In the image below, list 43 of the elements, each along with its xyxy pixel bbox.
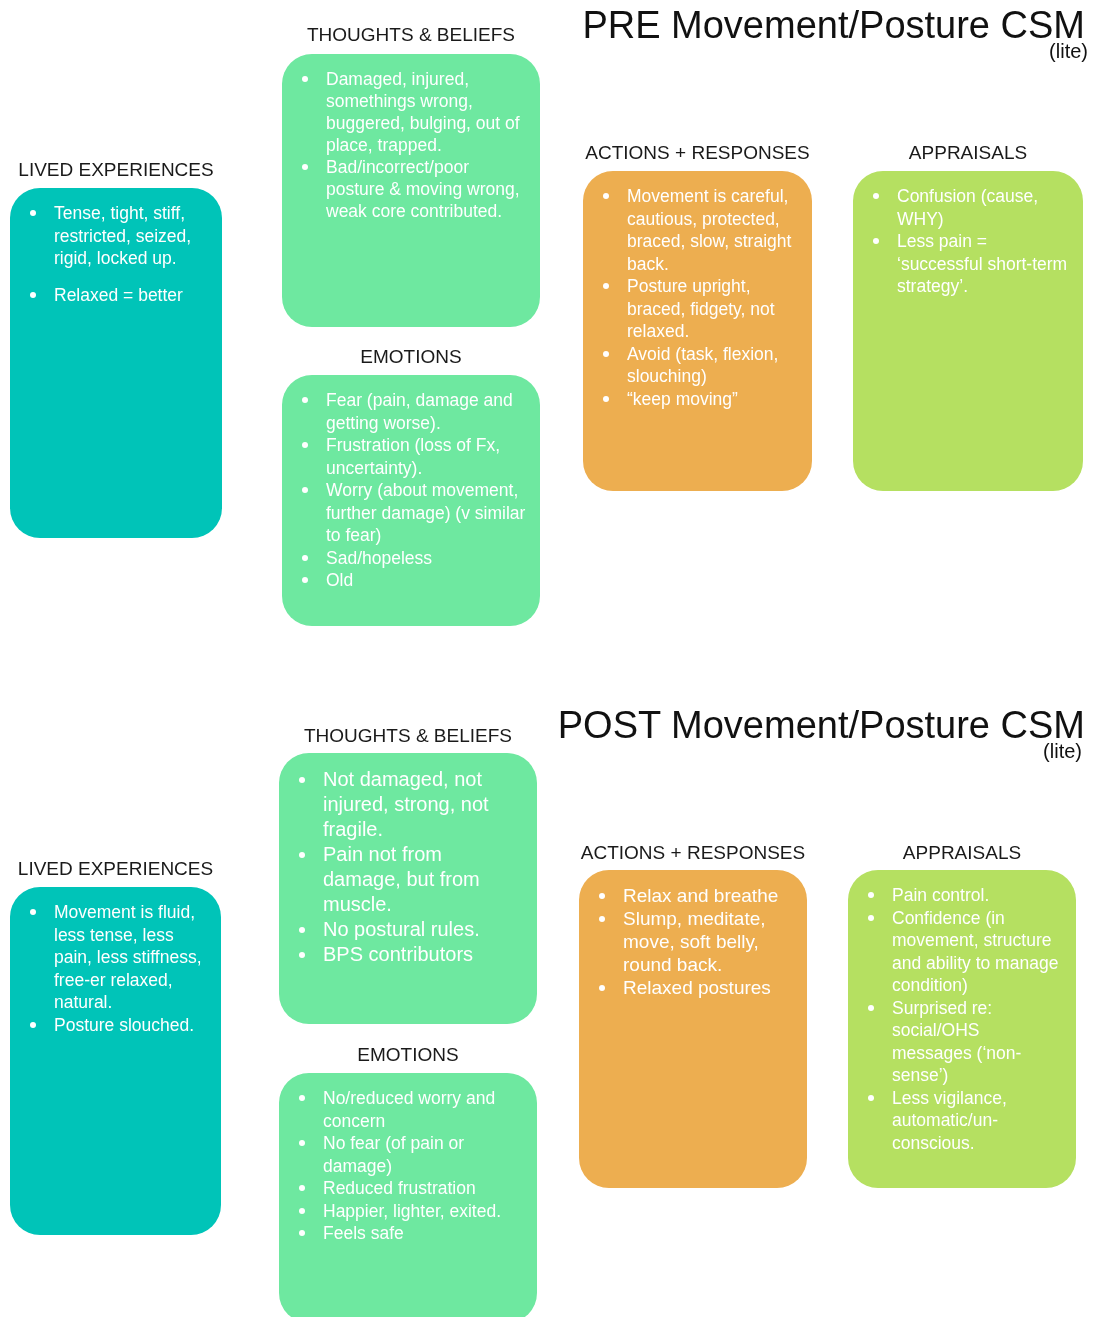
category-heading: ACTIONS + RESPONSES: [585, 142, 810, 164]
bullet-text: Bad/incorrect/poor posture & moving wrong, weak core contributed.: [326, 157, 520, 221]
bullet-text: Surprised re: social/OHS messages (‘non-sense’): [892, 997, 1022, 1085]
bullet-text: Sad/hopeless: [326, 547, 433, 568]
bullet-text: Pain not from damage, but from muscle.: [323, 843, 480, 915]
bullet-text: Feels safe: [323, 1223, 404, 1243]
bullet-text: No fear (of pain or damage): [323, 1133, 465, 1176]
bullet-text: Less pain = ‘successful short-term strategy’.: [897, 231, 1068, 296]
category-heading: ACTIONS + RESPONSES: [580, 842, 806, 864]
bullet-text: No postural rules.: [323, 918, 480, 940]
category-heading: LIVED EXPERIENCES: [18, 159, 214, 181]
bullet-text: BPS contributors: [323, 943, 474, 965]
bullet-text: Pain control.: [892, 885, 990, 905]
category-heading: APPRAISALS: [902, 842, 1022, 864]
bullet-text: Not damaged, not injured, strong, not fragile.: [323, 768, 489, 840]
category-heading: APPRAISALS: [908, 142, 1028, 164]
bullet-text: Slump, meditate, move, soft belly, round back.: [623, 908, 766, 975]
bullet-text: Movement is careful, cautious, protected, braced, slow, straight back.: [627, 186, 792, 274]
bullet-text: Relaxed postures: [623, 977, 771, 998]
bullet-text: Old: [326, 570, 354, 590]
bullet-text: Avoid (task, flexion, slouching): [627, 343, 779, 386]
bullet-text: Posture slouched.: [54, 1014, 195, 1035]
bullet-text: Happier, lighter, exited.: [323, 1200, 502, 1221]
category-heading: EMOTIONS: [357, 1044, 459, 1066]
category-heading: THOUGHTS & BELIEFS: [304, 725, 512, 747]
bullet-text: Tense, tight, stiff, restricted, seized, rigid, locked up.: [54, 203, 192, 268]
bullet-text: Posture upright, braced, fidgety, not relaxed.: [627, 276, 775, 341]
bullet-text: Confusion (cause, WHY): [897, 186, 1039, 229]
bullet-text: Relax and breathe: [623, 885, 779, 906]
bullet-text: “keep moving”: [627, 388, 738, 409]
bullet-text: Relaxed = better: [54, 284, 183, 305]
category-heading: EMOTIONS: [360, 346, 462, 368]
bullet-text: Frustration (loss of Fx, uncertainty).: [326, 435, 501, 478]
category-heading: LIVED EXPERIENCES: [17, 858, 214, 880]
bullet-text: Damaged, injured, somethings wrong, buggered, bulging, out of place, trapped.: [326, 69, 520, 155]
bullet-text: No/reduced worry and concern: [323, 1088, 496, 1131]
bullet-text: Reduced frustration: [323, 1178, 476, 1198]
bullet-text: Movement is fluid, less tense, less pain, less stiffness, free-er relaxed, natural.: [54, 902, 202, 1012]
bullet-text: Fear (pain, damage and getting worse).: [326, 390, 513, 433]
bullet-text: Less vigilance, automatic/un-conscious.: [892, 1087, 1007, 1153]
category-heading: THOUGHTS & BELIEFS: [307, 24, 515, 46]
bullet-text: Worry (about movement, further damage) (v similar to fear): [326, 480, 526, 545]
bullet-text: Confidence (in movement, structure and ability to manage condition): [892, 907, 1059, 995]
